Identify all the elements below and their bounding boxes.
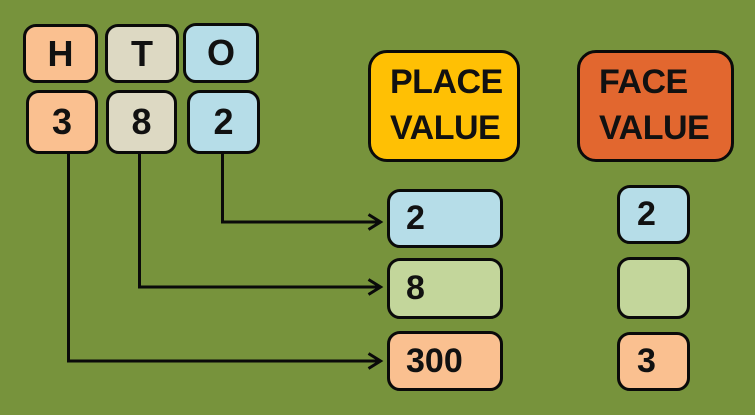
column-heading-ones: O	[183, 23, 259, 83]
face-value-header-line2: VALUE	[599, 109, 710, 147]
column-heading-tens: T	[105, 24, 179, 83]
face-value-of-hundreds: 3	[617, 332, 690, 391]
digit-tens: 8	[106, 90, 177, 154]
heading-label: T	[131, 32, 153, 74]
arrowhead-ones-icon	[367, 213, 384, 231]
heading-label: H	[47, 32, 74, 74]
arrow-hundreds-icon	[67, 152, 379, 363]
face-value-label: 2	[637, 195, 656, 233]
arrowhead-hundreds-icon	[367, 352, 384, 370]
place-value-header-line1: PLACE	[390, 63, 503, 102]
column-heading-hundreds: H	[23, 24, 98, 83]
digit-label: 8	[131, 101, 152, 142]
face-value-of-ones: 2	[617, 185, 690, 244]
arrow-tens-icon	[138, 152, 379, 289]
heading-label: O	[206, 32, 235, 73]
digit-label: 2	[213, 101, 234, 142]
face-value-of-tens-empty	[617, 257, 690, 319]
place-value-label: 8	[406, 269, 425, 307]
arrow-ones-icon	[221, 152, 379, 224]
place-value-of-tens: 8	[387, 258, 503, 319]
place-value-of-ones: 2	[387, 189, 503, 248]
face-value-header-line1: FACE	[599, 63, 688, 102]
place-value-of-hundreds: 300	[387, 331, 503, 391]
place-value-header: PLACE VALUE	[368, 50, 520, 162]
place-value-label: 300	[406, 341, 463, 380]
face-value-header: FACE VALUE	[577, 50, 734, 162]
digit-hundreds: 3	[26, 90, 98, 154]
digit-label: 3	[51, 101, 73, 142]
digit-ones: 2	[187, 90, 260, 154]
place-value-header-line2: VALUE	[390, 109, 501, 147]
arrowhead-tens-icon	[367, 278, 384, 296]
place-value-label: 2	[406, 199, 425, 237]
face-value-label: 3	[637, 342, 656, 380]
